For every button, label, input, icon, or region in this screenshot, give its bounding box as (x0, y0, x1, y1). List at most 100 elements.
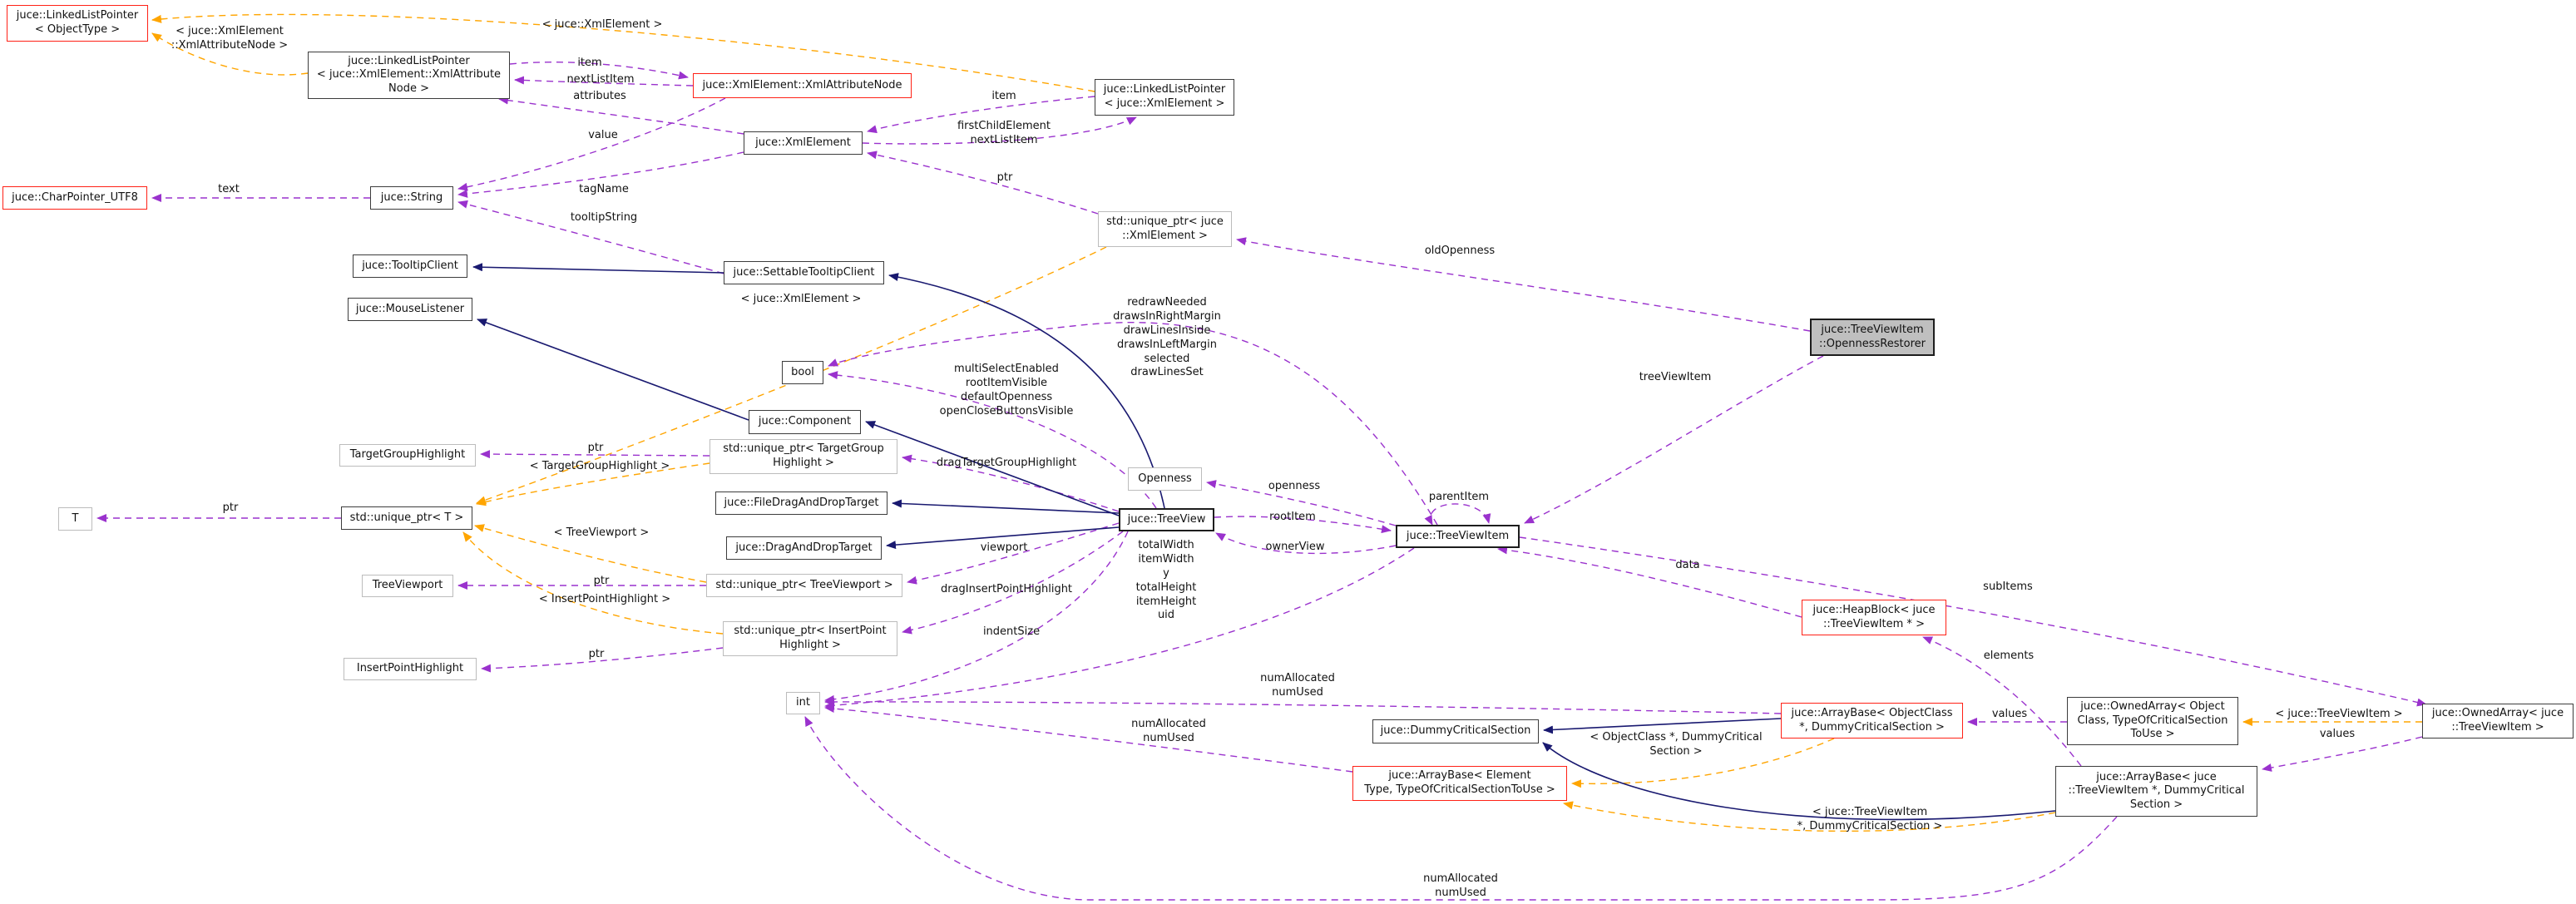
node-string[interactable]: juce::String (370, 186, 453, 210)
edge-template-arraybase-objectclass-to-arraybase-elementtype (1571, 738, 1835, 788)
node-mouselistener[interactable]: juce::MouseListener (348, 298, 472, 321)
node-int[interactable]: int (786, 692, 820, 714)
edge-label-data: data (1675, 559, 1700, 571)
edge-usage-ints-treeviewitem-to-int (824, 547, 1415, 710)
edge-label-tmpl-xmlattributenode: < juce::XmlElement ::XmlAttributeNode > (171, 25, 289, 52)
node-linkedlistpointer-objecttype[interactable]: juce::LinkedListPointer < ObjectType > (7, 5, 148, 42)
edge-label-tmpl-treeviewitem-dummy: < juce::TreeViewItem *, DummyCriticalSec… (1797, 806, 1943, 832)
node-xmlelement[interactable]: juce::XmlElement (744, 131, 863, 155)
node-component[interactable]: juce::Component (749, 410, 861, 434)
edge-usage-values-ownedarraytvi-to-arraybasetvi (2262, 736, 2423, 772)
node-dummycriticalsection[interactable]: juce::DummyCriticalSection (1372, 719, 1539, 743)
edge-label-tooltipstring: tooltipString (570, 211, 638, 224)
node-settabletooltipclient[interactable]: juce::SettableTooltipClient (724, 261, 884, 284)
edge-inherit-treeview-to-component (865, 421, 1120, 516)
edge-usage-nextlistitem-xmlattributenode-to-llpattr (514, 76, 694, 86)
node-unique-ptr-treeviewport[interactable]: std::unique_ptr< TreeViewport > (706, 574, 902, 597)
edge-template-uniqueptr-targetgroup-to-uniqueptr-t (476, 462, 710, 506)
edge-usage-numallocated-arraybaseelementtype-to-int (824, 704, 1353, 773)
edge-template-arraybase-tvi-to-arraybase-elementtype (1563, 801, 2056, 832)
edge-usage-indentsize-treeview-to-int (824, 531, 1129, 704)
edge-usage-attributes-xmlelement-to-llpattr (498, 96, 744, 135)
edge-usage-draginsertpointhighlight-treeview-to-uniqueinsertpoint (902, 531, 1124, 635)
edge-label-values-objectclass: values (1991, 708, 2028, 720)
node-ownedarray-objectclass[interactable]: juce::OwnedArray< Object Class, TypeOfCr… (2067, 697, 2238, 745)
edge-usage-ptr-uniquetargetgroup-to-targetgroup (480, 450, 710, 459)
edge-inherit-component-to-mouselistener (477, 319, 749, 421)
node-unique-ptr-targetgrouphighlight[interactable]: std::unique_ptr< TargetGroup Highlight > (710, 439, 897, 474)
node-openness[interactable]: Openness (1128, 467, 1202, 491)
node-charpointer-utf8[interactable]: juce::CharPointer_UTF8 (2, 186, 147, 210)
node-heapblock-treeviewitem[interactable]: juce::HeapBlock< juce ::TreeViewItem * > (1802, 600, 1946, 635)
edge-label-bool-treeviewitem-members: redrawNeeded drawsInRightMargin drawLine… (1113, 296, 1221, 379)
edge-label-elements: elements (1983, 650, 2035, 662)
edge-label-tagname: tagName (579, 183, 629, 195)
edge-label-oldopenness: oldOpenness (1424, 245, 1496, 257)
edge-usage-ptr-uniqueinsertpoint-to-insertpoint (481, 647, 724, 673)
node-t[interactable]: T (58, 507, 92, 531)
edge-usage-treeviewitem-opennessrestorer-to-treeviewitem (1524, 355, 1824, 524)
edge-inherit-treeview-to-draganddrop (886, 526, 1120, 550)
edge-label-tmpl-targetgrouphighlight: < TargetGroupHighlight > (529, 460, 670, 472)
node-opennessrestorer[interactable]: juce::TreeViewItem ::OpennessRestorer (1810, 319, 1935, 356)
node-arraybase-treeviewitem[interactable]: juce::ArrayBase< juce ::TreeViewItem *, … (2055, 766, 2257, 817)
edge-label-nextlistitem-attr: nextListItem (566, 73, 635, 86)
node-targetgrouphighlight[interactable]: TargetGroupHighlight (339, 444, 476, 467)
edge-usage-openness-treeviewitem-to-openness (1206, 480, 1397, 526)
edge-label-values-treeviewitem: values (2319, 728, 2356, 740)
edge-usage-ownerview-treeviewitem-to-treeview (1215, 532, 1397, 555)
edge-label-parentitem: parentItem (1428, 491, 1490, 503)
node-linkedlistpointer-xmlattributenode[interactable]: juce::LinkedListPointer < juce::XmlEleme… (308, 52, 510, 99)
node-xmlelement-xmlattributenode[interactable]: juce::XmlElement::XmlAttributeNode (693, 73, 912, 98)
node-insertpointhighlight[interactable]: InsertPointHighlight (344, 658, 477, 680)
node-arraybase-objectclass[interactable]: juce::ArrayBase< ObjectClass *, DummyCri… (1781, 703, 1963, 739)
edge-label-ownerview: ownerView (1265, 541, 1325, 553)
edge-inherit-arraybasetvi-to-dummycriticalsection (1542, 742, 2056, 821)
node-tooltipclient[interactable]: juce::TooltipClient (353, 254, 467, 278)
node-treeviewitem[interactable]: juce::TreeViewItem (1396, 525, 1520, 548)
node-treeview[interactable]: juce::TreeView (1119, 508, 1214, 531)
node-bool[interactable]: bool (782, 361, 823, 384)
edge-usage-firstchildelement-xmlelement-to-llpxml (862, 116, 1137, 145)
edge-label-ptr-treeviewport: ptr (593, 575, 610, 587)
edge-usage-bools-treeviewitem-to-bool (828, 322, 1438, 526)
edge-usage-data-heapblock-to-treeviewitem (1497, 546, 1802, 618)
edge-inherit-settabletooltip-to-tooltipclient (472, 263, 724, 274)
edge-usage-item-llpattr-to-xmlattributenode (509, 62, 689, 80)
node-treeviewport[interactable]: TreeViewport (362, 575, 453, 597)
edge-template-uniqueptr-insertpoint-to-uniqueptr-t (462, 531, 724, 635)
edge-label-subitems: subItems (1983, 580, 2033, 593)
edge-label-numallocated-upper: numAllocated numUsed (1260, 672, 1335, 699)
edge-label-item-xml: item (991, 90, 1016, 102)
edge-usage-ptr-uniquexml-to-xmlelement (867, 151, 1099, 215)
edge-template-uniqueptr-treeviewport-to-uniqueptr-t (474, 524, 707, 583)
edge-label-tmpl-treeviewport: < TreeViewport > (553, 526, 650, 539)
edge-label-bool-treeview-members: multiSelectEnabled rootItemVisible defau… (939, 363, 1074, 417)
node-ownedarray-treeviewitem[interactable]: juce::OwnedArray< juce ::TreeViewItem > (2422, 704, 2574, 739)
edge-label-indentsize: indentSize (982, 625, 1041, 638)
node-arraybase-elementtype[interactable]: juce::ArrayBase< Element Type, TypeOfCri… (1352, 766, 1567, 801)
edge-usage-viewport-treeview-to-uniquetreeviewport (907, 522, 1120, 585)
edge-usage-elements-arraybasetvi-to-heapblock (1922, 636, 2082, 767)
node-unique-ptr-xmlelement[interactable]: std::unique_ptr< juce ::XmlElement > (1098, 211, 1232, 247)
edge-label-viewport: viewport (980, 541, 1028, 554)
edge-label-attributes: attributes (573, 90, 626, 102)
node-linkedlistpointer-xmlelement[interactable]: juce::LinkedListPointer < juce::XmlEleme… (1095, 79, 1234, 116)
node-filedraganddroptarget[interactable]: juce::FileDragAndDropTarget (715, 492, 888, 515)
edge-usage-numallocated-arraybasetvi-to-int (804, 716, 2118, 901)
edge-label-text: text (218, 183, 240, 195)
edge-usage-tagname-xmlelement-to-string (457, 151, 744, 198)
edge-inherit-arraybaseobjectclass-to-dummycriticalsection (1543, 718, 1782, 734)
edge-label-numallocated-bottom: numAllocated numUsed (1423, 872, 1498, 899)
edge-label-ptr-t: ptr (222, 501, 239, 514)
edge-usage-subitems-treeviewitem-to-ownedarraytvi (1519, 536, 2427, 707)
edge-usage-rootitem-treeview-to-treeviewitem (1214, 516, 1392, 534)
edge-label-treeviewitem-ref: treeViewItem (1639, 371, 1712, 383)
node-unique-ptr-insertpointhighlight[interactable]: std::unique_ptr< InsertPoint Highlight > (723, 621, 897, 656)
edge-usage-value-xmlattributenode-to-string (457, 97, 726, 191)
edge-usage-dragtargetgrouphighlight-treeview-to-uniquetargetgroup (902, 454, 1120, 512)
node-draganddroptarget[interactable]: juce::DragAndDropTarget (726, 536, 882, 560)
node-unique-ptr-t[interactable]: std::unique_ptr< T > (341, 506, 472, 530)
